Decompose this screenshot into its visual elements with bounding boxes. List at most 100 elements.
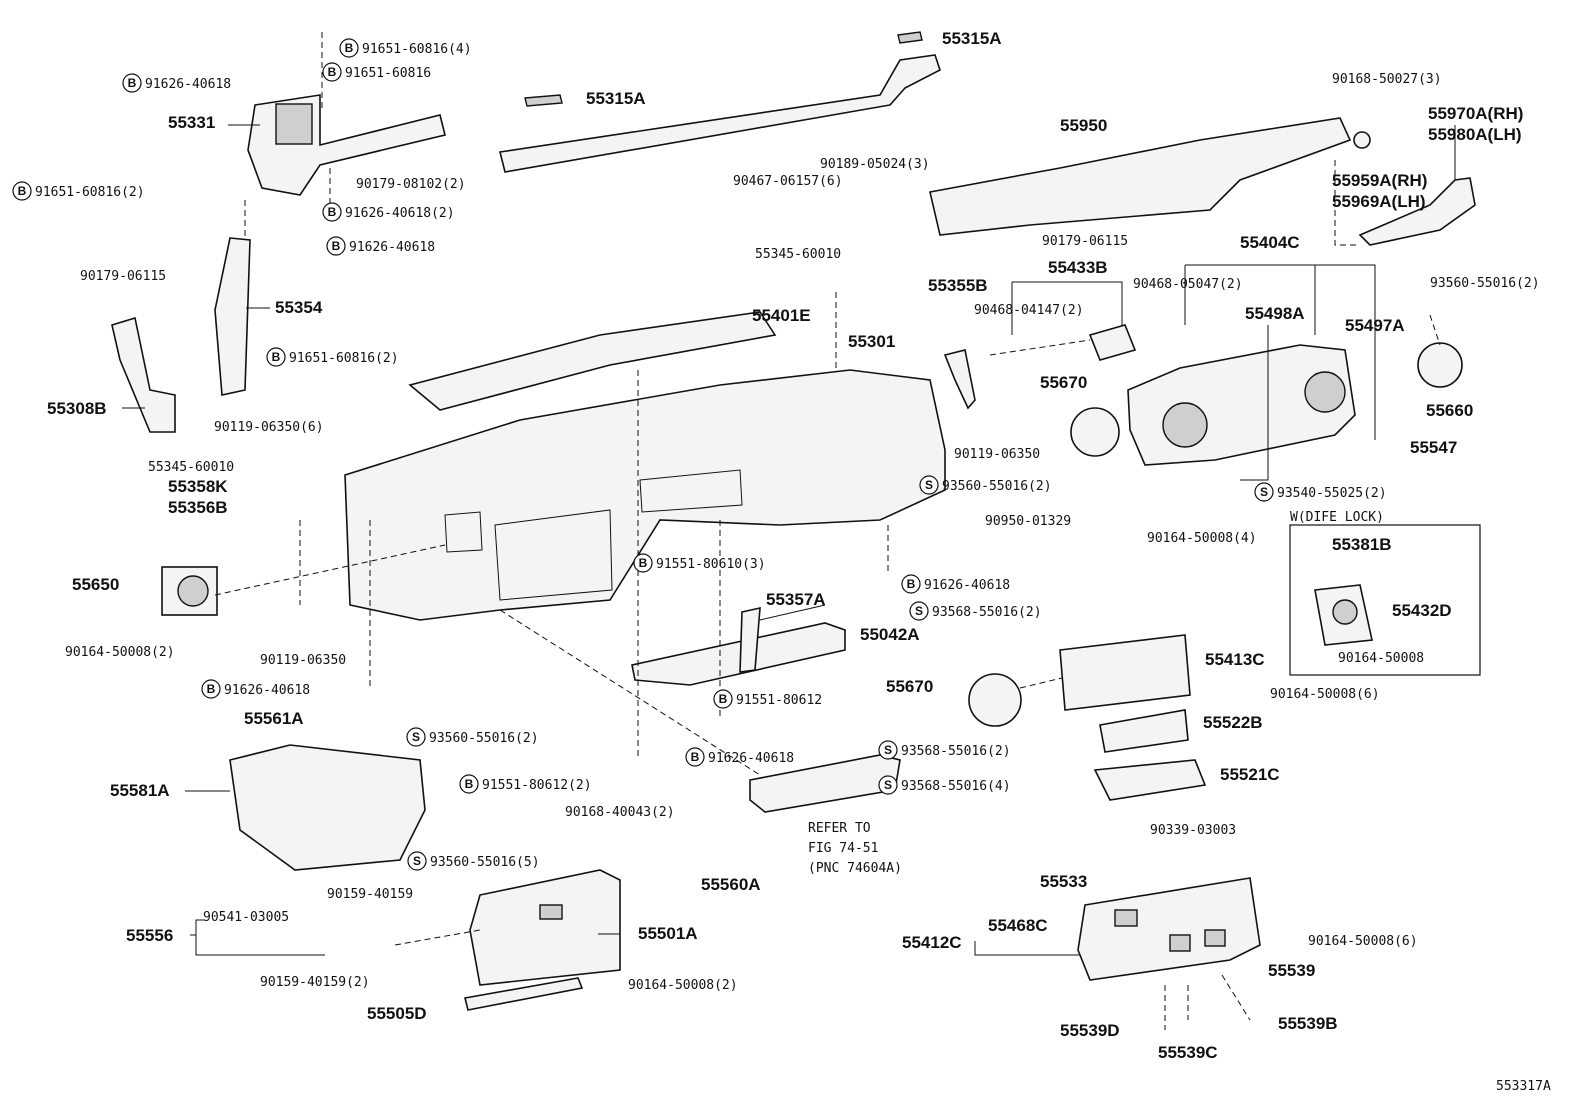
switch-hole [1114, 909, 1138, 927]
screw-symbol-icon: S [407, 851, 427, 871]
leader-line [974, 941, 1080, 956]
fastener-number-label: 93568-55016(2) [901, 744, 1011, 759]
symbol-circle [122, 73, 142, 93]
bolt-symbol-icon: B [122, 73, 142, 93]
fastener-number-label: 90168-40043(2) [565, 805, 675, 820]
fastener-number-label: 90168-50027(3) [1332, 72, 1442, 87]
bolt-symbol-icon: B [12, 181, 32, 201]
fastener-number-label: 91651-60816 [345, 66, 431, 81]
screw-symbol-icon: S [878, 740, 898, 760]
part-number-label: 55301 [848, 332, 895, 351]
bracket-55357a [739, 606, 761, 673]
fastener-number-label: 93540-55025(2) [1277, 486, 1387, 501]
fastener-number-label: 90159-40159 [327, 887, 413, 902]
fastener-number-label: 90179-06115 [1042, 234, 1128, 249]
lower-reinforcement-55042a [631, 622, 846, 686]
leader-line [1011, 281, 1123, 335]
bolt-symbol-icon: B [901, 574, 921, 594]
panel-glovebox-opening [494, 509, 613, 601]
fastener-number-label: 91651-60816(2) [35, 185, 145, 200]
part-number-label: 55354 [275, 298, 323, 317]
fastener-number-label: 90119-06350 [954, 447, 1040, 462]
part-number-label: 55539B [1278, 1014, 1338, 1033]
symbol-letter: B [465, 777, 474, 791]
leader-line [1334, 160, 1360, 246]
fastener-number-label: 91626-40618 [224, 683, 310, 698]
part-number-label: 55980A(LH) [1428, 125, 1522, 144]
symbol-circle [201, 679, 221, 699]
part-number-label: 55331 [168, 113, 215, 132]
part-number-label: 55413C [1205, 650, 1265, 669]
symbol-letter: S [884, 743, 892, 757]
fastener-number-label: 93560-55016(5) [430, 855, 540, 870]
glove-door-55501a [469, 869, 621, 986]
fastener-number-label: 90119-06350 [260, 653, 346, 668]
bolt-symbol-icon: B [326, 236, 346, 256]
duct-nozzle [1353, 131, 1371, 149]
symbol-circle [407, 851, 427, 871]
fastener-number-label: 90339-03003 [1150, 823, 1236, 838]
cluster-gauge-right [1304, 371, 1346, 413]
part-number-label: 55969A(LH) [1332, 192, 1426, 211]
part-number-label: 55381B [1332, 535, 1392, 554]
bolt-symbol-icon: B [322, 202, 342, 222]
panel-left-vent [444, 511, 483, 553]
leader-line [1184, 264, 1376, 440]
symbol-letter: B [639, 556, 648, 570]
part-number-label: 55468C [988, 916, 1048, 935]
part-number-label: 55561A [244, 709, 304, 728]
leader-line [394, 929, 481, 946]
fastener-number-label: 55345-60010 [755, 247, 841, 262]
instrument-panel-55301 [344, 369, 946, 621]
vent-55660 [1417, 342, 1463, 388]
fastener-number-label: 93568-55016(4) [901, 779, 1011, 794]
fastener-number-label: 55345-60010 [148, 460, 234, 475]
symbol-letter: B [691, 750, 700, 764]
bolt-symbol-icon: B [713, 689, 733, 709]
switch-55433b [1088, 324, 1137, 361]
fastener-number-label: 90164-50008(6) [1270, 687, 1380, 702]
leader-line [1019, 677, 1063, 689]
symbol-circle [919, 475, 939, 495]
refer-note-line-2: FIG 74-51 [808, 841, 878, 856]
switch-hole [1204, 929, 1226, 947]
part-number-label: 55401E [752, 306, 811, 325]
fastener-number-label: 90541-03005 [203, 910, 289, 925]
bolt-symbol-icon: B [459, 774, 479, 794]
screw-symbol-icon: S [1254, 482, 1274, 502]
symbol-circle [406, 727, 426, 747]
fastener-number-label: 90159-40159(2) [260, 975, 370, 990]
part-number-label: 55042A [860, 625, 920, 644]
part-number-label: 55412C [902, 933, 962, 952]
part-number-label: 55521C [1220, 765, 1280, 784]
refer-note-line-3: (PNC 74604A) [808, 861, 902, 876]
symbol-circle [322, 202, 342, 222]
symbol-circle [459, 774, 479, 794]
part-number-label: 55650 [72, 575, 119, 594]
glove-door-latch [539, 904, 563, 920]
fastener-number-label: 90179-06115 [80, 269, 166, 284]
part-number-label: 55404C [1240, 233, 1300, 252]
vent-55650-inner [177, 575, 209, 607]
symbol-letter: S [915, 604, 923, 618]
fastener-number-label: 93560-55016(2) [942, 479, 1052, 494]
bolt-symbol-icon: B [322, 62, 342, 82]
fastener-number-label: 90179-08102(2) [356, 177, 466, 192]
figure-code: 553317A [1496, 1079, 1551, 1094]
refer-note-line-1: REFER TO [808, 821, 871, 836]
fastener-number-label: 91651-60816(2) [289, 351, 399, 366]
symbol-circle [1254, 482, 1274, 502]
symbol-circle [12, 181, 32, 201]
leader-line [190, 919, 325, 956]
fastener-number-label: 93568-55016(2) [932, 605, 1042, 620]
symbol-circle [685, 747, 705, 767]
switch-hole [1169, 934, 1191, 952]
part-number-label: 55522B [1203, 713, 1263, 732]
hinge-55505d [464, 977, 584, 1011]
bolt-symbol-icon: B [339, 38, 359, 58]
fastener-number-label: 91651-60816(4) [362, 42, 472, 57]
reinforcement-clip [524, 94, 563, 107]
symbol-letter: B [207, 682, 216, 696]
part-number-label: 55581A [110, 781, 170, 800]
